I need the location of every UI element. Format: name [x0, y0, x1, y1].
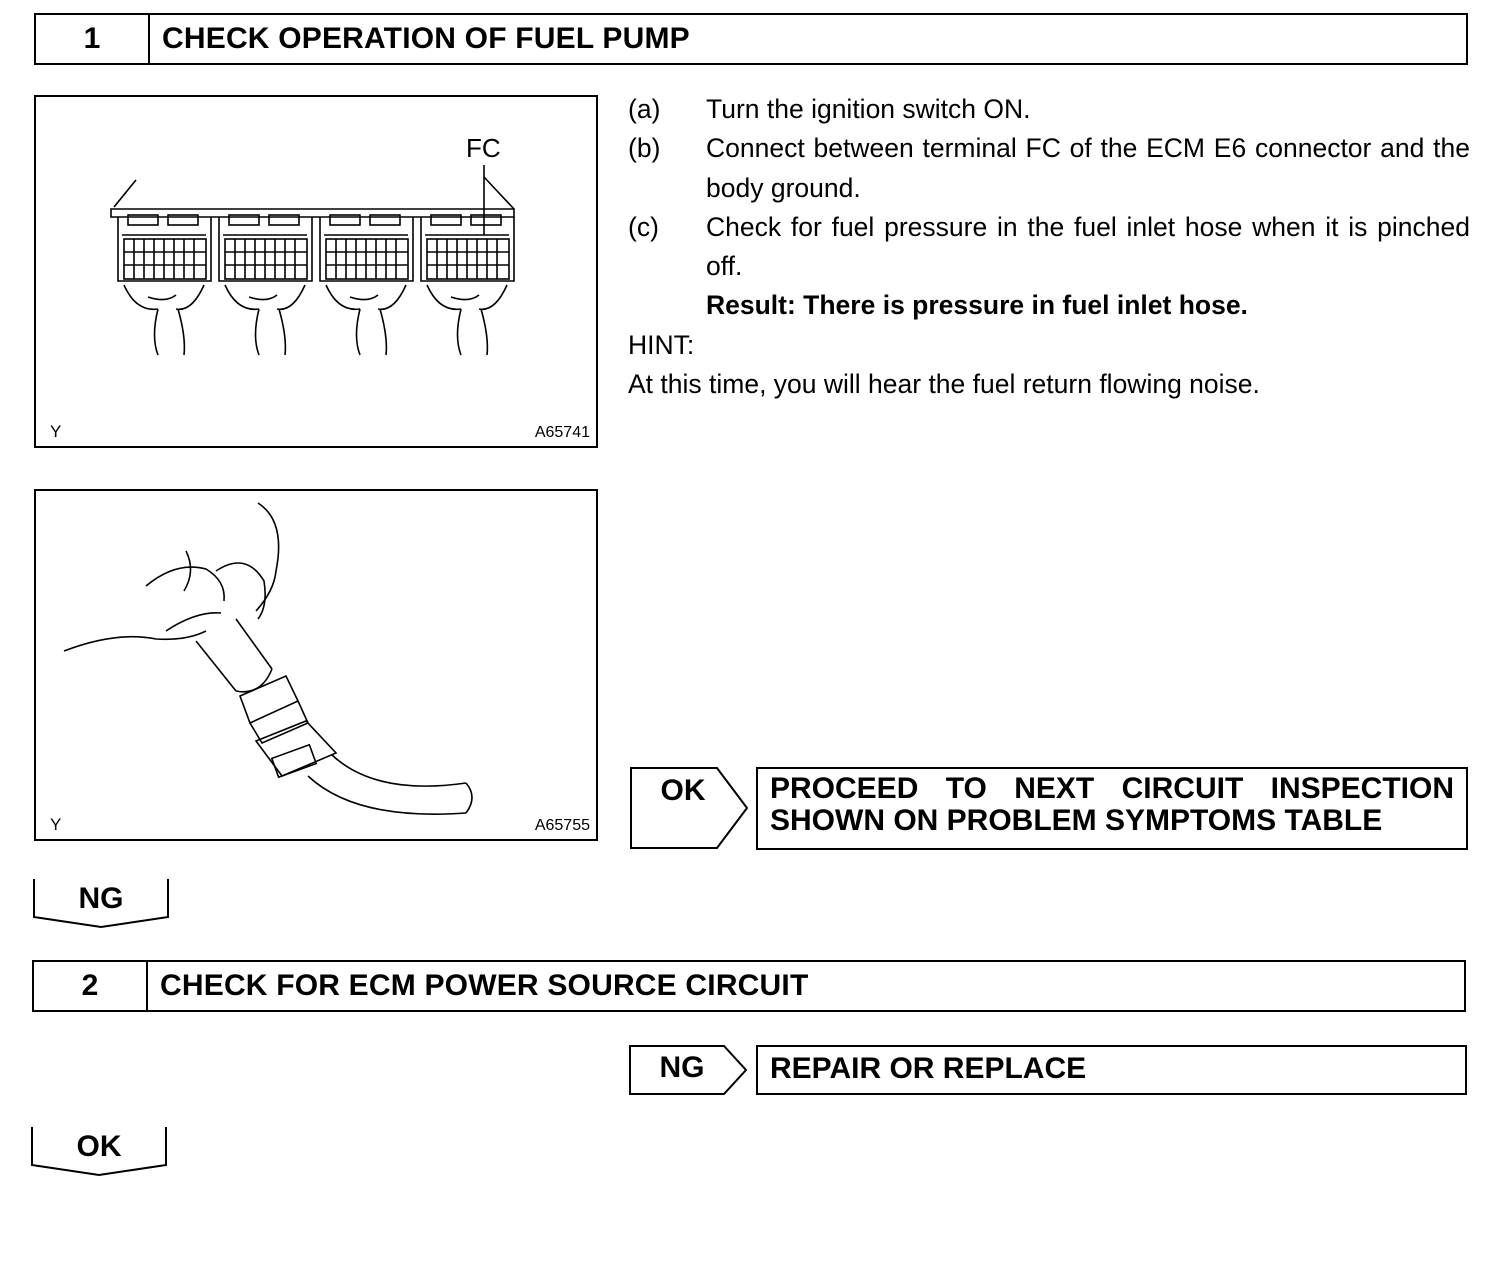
- result-text: Result: There is pressure in fuel inlet …: [706, 290, 1248, 321]
- ecm-connector-illustration: [110, 165, 515, 356]
- fuel-hose-illustration: [63, 502, 473, 816]
- repair-box: REPAIR OR REPLACE: [756, 1045, 1467, 1095]
- ng-down-tab: NG: [32, 877, 170, 929]
- instructions: (a) Turn the ignition switch ON. (b) Con…: [628, 90, 1470, 404]
- arrow-down-icon: [31, 1127, 167, 1177]
- step-2-title: CHECK FOR ECM POWER SOURCE CIRCUIT: [160, 969, 809, 1002]
- instruction-text: Check for fuel pressure in the fuel inle…: [706, 211, 1470, 282]
- step-2-number: 2: [34, 962, 148, 1010]
- proceed-line-1: PROCEED TO NEXT CIRCUIT INSPECTION: [770, 772, 1454, 805]
- ng-outcome-tag: NG: [628, 1044, 750, 1096]
- ecm-connector-figure: FC Y A65741: [34, 95, 598, 448]
- instruction-letter: (a): [628, 94, 661, 124]
- step-1-number: 1: [36, 15, 150, 63]
- figure-2-code: A65755: [534, 817, 590, 834]
- instruction-letter: (b): [628, 133, 661, 164]
- fc-terminal-label: FC: [466, 133, 501, 163]
- ok-outcome-tag: OK: [629, 766, 751, 850]
- instruction-text: Turn the ignition switch ON.: [706, 94, 1031, 124]
- fuel-hose-figure: Y A65755: [34, 489, 598, 841]
- arrow-down-icon: [33, 879, 169, 929]
- arrow-right-icon: [629, 1045, 748, 1095]
- ok-tab-label: OK: [76, 1130, 122, 1163]
- ng-tab-label: NG: [78, 882, 124, 915]
- instruction-a: (a) Turn the ignition switch ON.: [628, 90, 1470, 129]
- ok-tag-label: OK: [660, 774, 706, 807]
- hint-text: At this time, you will hear the fuel ret…: [628, 369, 1260, 400]
- repair-text: REPAIR OR REPLACE: [770, 1052, 1087, 1085]
- proceed-box: PROCEED TO NEXT CIRCUIT INSPECTION SHOWN…: [756, 767, 1468, 850]
- figure-1-code: A65741: [534, 424, 590, 441]
- step-2-header: 2 CHECK FOR ECM POWER SOURCE CIRCUIT: [32, 960, 1466, 1012]
- instruction-text: Connect between terminal FC of the ECM E…: [706, 133, 1470, 203]
- arrow-right-icon: [630, 767, 749, 849]
- ng-tag-label: NG: [659, 1051, 705, 1084]
- figure-1-view-label: Y: [50, 422, 62, 441]
- instruction-b: (b) Connect between terminal FC of the E…: [628, 129, 1470, 208]
- instruction-letter: (c): [628, 211, 659, 242]
- step-1-title: CHECK OPERATION OF FUEL PUMP: [162, 22, 690, 55]
- figure-2-view-label: Y: [50, 815, 62, 834]
- hint-label: HINT:: [628, 329, 695, 360]
- step-1-header: 1 CHECK OPERATION OF FUEL PUMP: [34, 13, 1468, 65]
- instruction-c: (c) Check for fuel pressure in the fuel …: [628, 208, 1470, 287]
- proceed-line-2: SHOWN ON PROBLEM SYMPTOMS TABLE: [770, 804, 1383, 837]
- ok-down-tab: OK: [30, 1125, 168, 1177]
